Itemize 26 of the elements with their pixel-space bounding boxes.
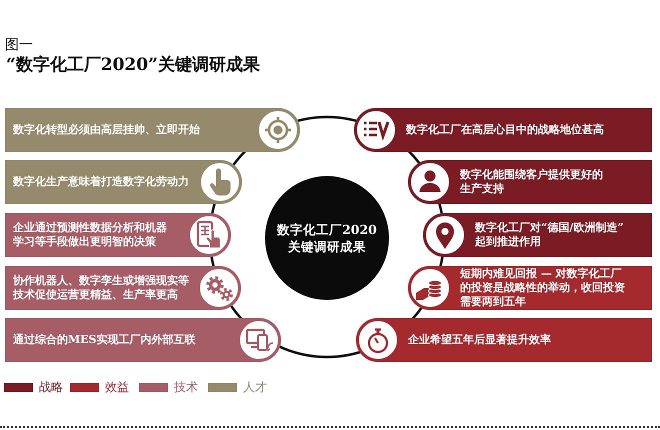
finding-bar [5, 318, 281, 362]
finding-bar [5, 266, 241, 310]
finding-bar [354, 108, 652, 152]
finding-bar [408, 266, 652, 310]
legend-label: 技术 [174, 380, 198, 394]
finding-text: 企业希望五年后显著提升效率 [408, 333, 552, 347]
finding-text: 企业通过预测性数据分析和机器学习等手段做出更明智的决策 [13, 221, 168, 249]
legend-label: 效益 [105, 380, 129, 394]
finding-text: 数字化生产意味着打造数字化劳动力 [13, 175, 190, 189]
figure-title: “数字化工厂2020”关键调研成果 [6, 55, 260, 76]
finding-text: 短期内难见回报 — 对数字化工厂的投资是战略性的举动，收回投资需要两到五年 [460, 267, 626, 309]
finding-text: 数字化能围绕客户提供更好的生产支持 [460, 168, 604, 196]
finding-bar [5, 213, 231, 257]
finding-text: 数字化工厂对“德国/欧洲制造”起到推进作用 [475, 221, 625, 249]
figure-number: 图一 [5, 37, 33, 53]
finding-text: 通过综合的MES实现工厂内外部互联 [13, 333, 197, 347]
finding-bar [356, 318, 652, 362]
finding-bar [5, 108, 300, 152]
finding-bar [423, 213, 652, 257]
legend-label: 人才 [243, 380, 267, 394]
finding-text: 数字化工厂在高层心目中的战略地位甚高 [406, 123, 605, 137]
legend-label: 战略 [39, 380, 63, 394]
finding-bar [5, 160, 242, 204]
finding-text: 数字化转型必须由高层挂帅、立即开始 [13, 123, 201, 137]
finding-text: 协作机器人、数字孪生或增强现实等技术促使运营更精益、生产率更高 [13, 274, 190, 302]
finding-bar [408, 160, 652, 204]
